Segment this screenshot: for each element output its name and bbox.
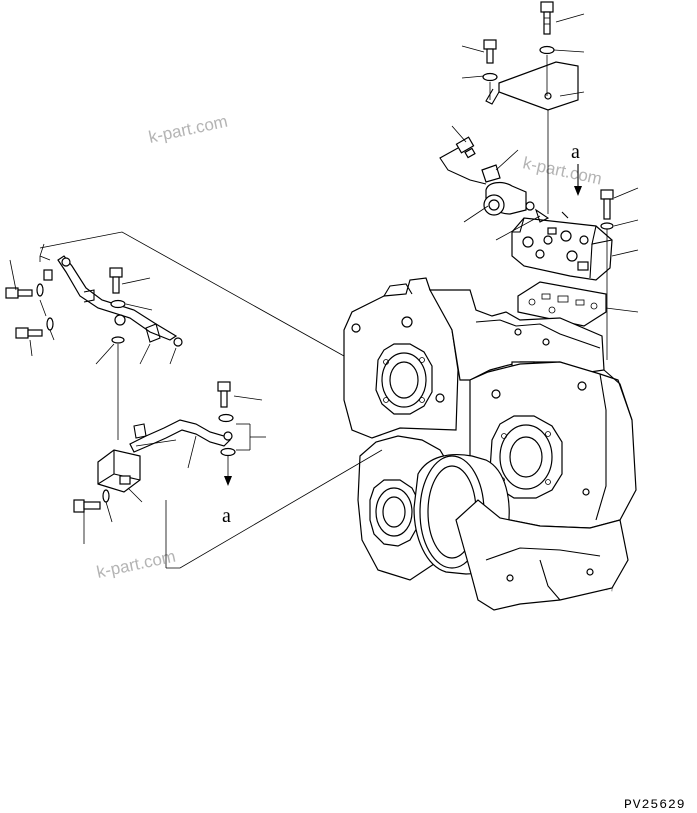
transmission-housing — [343, 277, 637, 611]
oil-pipe-lower: a — [129, 381, 236, 527]
gasket-plate — [517, 281, 607, 327]
oil-pipe-upper — [43, 255, 183, 440]
reference-mark-upper: a — [571, 141, 580, 163]
valve-mount-bolt — [600, 189, 614, 360]
pipe-block — [73, 449, 141, 513]
valve-body — [511, 208, 613, 281]
watermark-1: k-part.com — [147, 112, 229, 147]
top-bolt-assembly — [482, 1, 579, 111]
right-bearing-bore — [489, 415, 563, 499]
assembly-guide-lines — [39, 110, 549, 569]
reference-mark-lower: a — [222, 505, 231, 527]
left-bolts — [5, 267, 126, 339]
callout-leaders — [9, 13, 639, 544]
sensor-cable — [439, 136, 487, 185]
upper-left-bearing-bore — [375, 343, 433, 415]
reference-arrow-upper: a — [571, 141, 582, 196]
drawing-code: PV25629 — [624, 797, 686, 812]
solenoid-valve — [481, 164, 535, 216]
lower-left-bearing-bore — [369, 479, 419, 547]
watermark-2: k-part.com — [521, 153, 603, 188]
watermark-3: k-part.com — [95, 547, 177, 582]
